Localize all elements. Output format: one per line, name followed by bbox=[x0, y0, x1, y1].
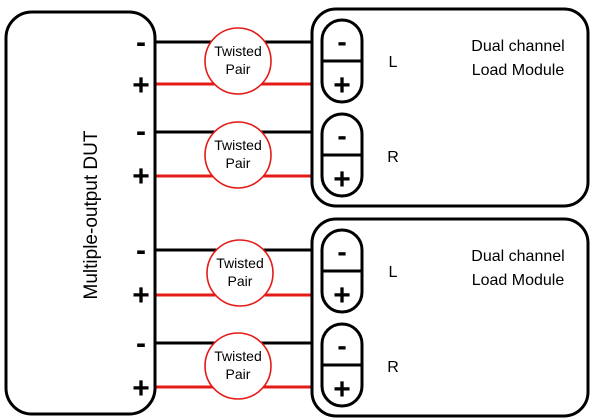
twisted-pair-label: Twisted bbox=[216, 255, 263, 271]
twisted-pair-1: Twisted Pair bbox=[204, 27, 272, 95]
load-module-title: Load Module bbox=[472, 272, 565, 289]
terminal-neg: - bbox=[337, 120, 346, 151]
channel-label-r: R bbox=[387, 149, 399, 166]
dut-pin-neg-2: - bbox=[136, 115, 146, 148]
twisted-pair-label: Pair bbox=[226, 366, 251, 382]
dut-pin-neg-4: - bbox=[136, 327, 146, 360]
terminal-neg: - bbox=[337, 236, 346, 267]
channel-label-l: L bbox=[389, 264, 398, 281]
dut-pin-pos-3: + bbox=[132, 279, 150, 312]
channel-terminal-r: - + bbox=[320, 112, 364, 198]
twisted-pair-label: Pair bbox=[228, 273, 253, 289]
dut-pin-pos-4: + bbox=[132, 372, 150, 405]
terminal-neg: - bbox=[337, 330, 346, 361]
dut-title: Multiple-output DUT bbox=[81, 130, 102, 299]
twisted-pair-label: Twisted bbox=[214, 43, 261, 59]
twisted-pair-4: Twisted Pair bbox=[204, 332, 272, 400]
twisted-pair-label: Pair bbox=[226, 61, 251, 77]
terminal-pos: + bbox=[333, 69, 351, 102]
terminal-pos: + bbox=[333, 279, 351, 312]
channel-terminal-r: - + bbox=[320, 322, 364, 408]
twisted-pair-2: Twisted Pair bbox=[204, 121, 272, 189]
load-module-2: Dual channel Load Module - + L - + R bbox=[310, 217, 590, 418]
dut-pin-pos-1: + bbox=[132, 69, 150, 102]
dut-box: Multiple-output DUT - + - + - + - + bbox=[4, 10, 157, 416]
dut-pin-pos-2: + bbox=[132, 160, 150, 193]
channel-label-r: R bbox=[387, 359, 399, 376]
dut-pin-neg-3: - bbox=[136, 234, 146, 267]
twisted-pair-label: Twisted bbox=[214, 137, 261, 153]
channel-terminal-l: - + bbox=[320, 18, 364, 104]
twisted-pair-label: Pair bbox=[226, 155, 251, 171]
twisted-pair-3: Twisted Pair bbox=[206, 239, 274, 307]
dut-pin-neg-1: - bbox=[136, 26, 146, 59]
terminal-pos: + bbox=[333, 163, 351, 196]
load-module-1: Dual channel Load Module - + L - + R bbox=[310, 7, 590, 208]
twisted-pair-label: Twisted bbox=[214, 348, 261, 364]
load-module-title: Dual channel bbox=[471, 248, 564, 265]
channel-terminal-l: - + bbox=[320, 228, 364, 314]
terminal-neg: - bbox=[337, 26, 346, 57]
load-module-title: Dual channel bbox=[471, 38, 564, 55]
terminal-pos: + bbox=[333, 373, 351, 406]
channel-label-l: L bbox=[389, 54, 398, 71]
load-module-title: Load Module bbox=[472, 62, 565, 79]
